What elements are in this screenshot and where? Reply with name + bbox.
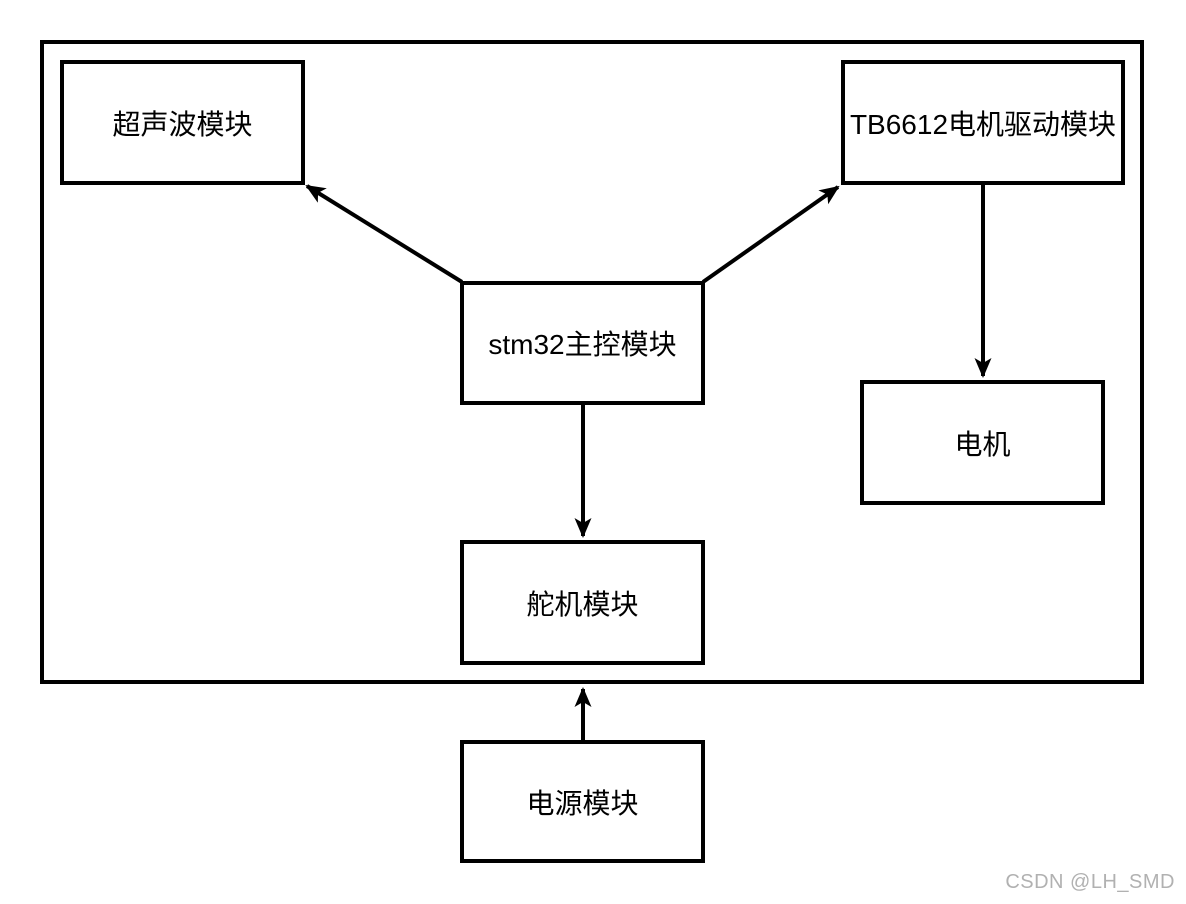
csdn-watermark: CSDN @LH_SMD	[1005, 871, 1175, 893]
node-power-label: 电源模块	[526, 787, 639, 819]
node-servo-module: 舵机模块	[460, 540, 705, 665]
node-stm32-label: stm32主控模块	[488, 329, 677, 360]
node-tb6612-motor-driver-module: TB6612电机驱动模块	[841, 60, 1125, 185]
node-motor: 电机	[860, 380, 1105, 505]
node-power-module: 电源模块	[460, 740, 705, 863]
node-servo-label: 舵机模块	[526, 588, 639, 620]
node-ultrasonic-label: 超声波模块	[112, 108, 253, 140]
system-boundary-frame	[40, 40, 1144, 684]
node-motor-label: 电机	[954, 428, 1011, 460]
node-ultrasonic-module: 超声波模块	[60, 60, 305, 185]
node-stm32-main-control-module: stm32主控模块	[460, 281, 705, 405]
node-tb6612-label: TB6612电机驱动模块	[849, 108, 1117, 140]
